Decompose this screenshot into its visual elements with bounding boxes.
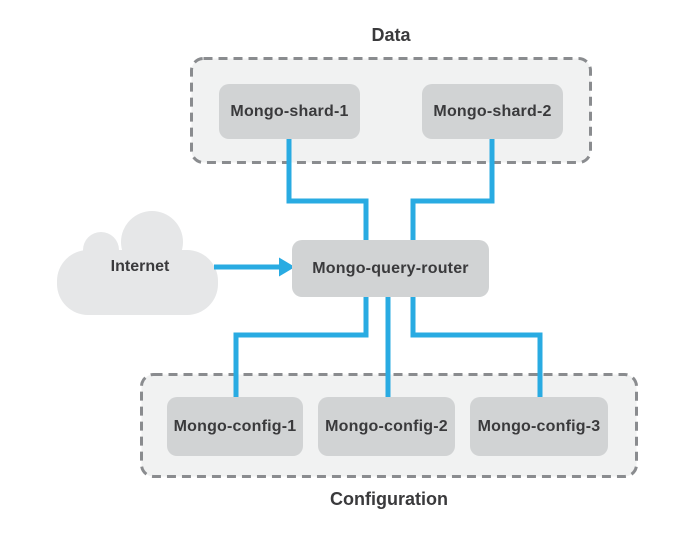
data-group-label: Data: [371, 25, 411, 45]
connector-router-config1: [233, 294, 369, 400]
internet-label: Internet: [110, 258, 170, 275]
internet-cloud-icon: [57, 211, 218, 315]
node-mongo-query-router: Mongo-query-router: [292, 240, 489, 297]
node-mongo-config-1: Mongo-config-1: [167, 397, 303, 456]
connector-shard1-router: [286, 137, 369, 243]
connector-internet-router-arrow: [214, 257, 295, 277]
configuration-group-label: Configuration: [330, 489, 448, 509]
connector-router-config3: [410, 294, 543, 400]
node-mongo-shard-2: Mongo-shard-2: [422, 84, 563, 139]
node-mongo-config-3: Mongo-config-3: [470, 397, 608, 456]
node-mongo-config-2: Mongo-config-2: [318, 397, 455, 456]
connector-shard2-router: [410, 137, 495, 243]
node-mongo-shard-1: Mongo-shard-1: [219, 84, 360, 139]
